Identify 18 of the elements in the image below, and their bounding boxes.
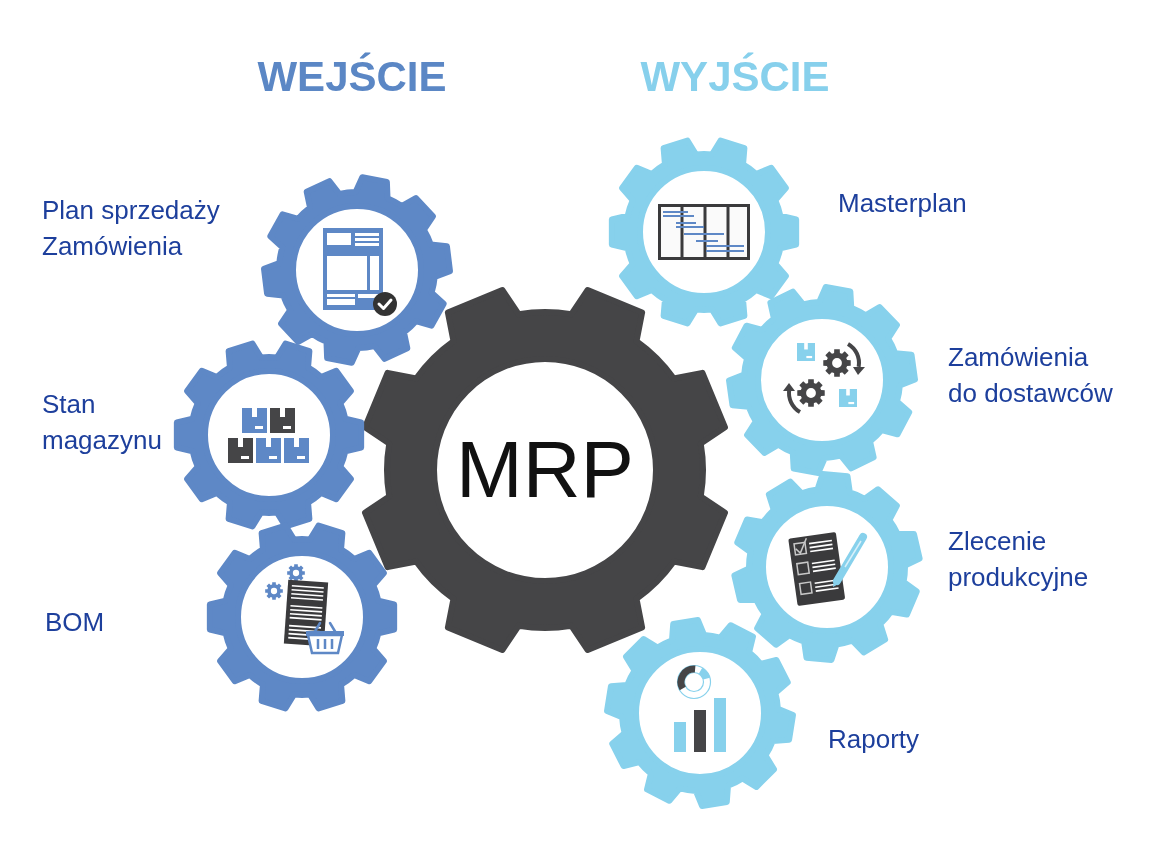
gear	[724, 282, 920, 478]
gear-caption: Masterplan	[838, 187, 967, 220]
column-heading: WEJŚCIE	[257, 53, 447, 101]
gear	[259, 172, 455, 368]
gear-label: MRP	[456, 428, 634, 512]
gear	[204, 519, 400, 715]
text-label: BOM	[45, 606, 105, 639]
column-heading: WYJŚCIE	[640, 53, 830, 101]
gear-caption: Zlecenie produkcyjne	[948, 525, 1090, 594]
gear	[171, 337, 367, 533]
gear	[606, 134, 802, 330]
gear-caption: Raporty	[828, 723, 920, 756]
gear-caption: Zamówienia	[42, 230, 183, 263]
gear	[602, 615, 798, 811]
gear-caption: Stan magazynu	[42, 388, 163, 457]
gear	[729, 469, 925, 665]
gear-caption: Zamówienia do dostawców	[948, 341, 1114, 410]
gear-caption: Plan sprzedaży	[42, 194, 220, 227]
